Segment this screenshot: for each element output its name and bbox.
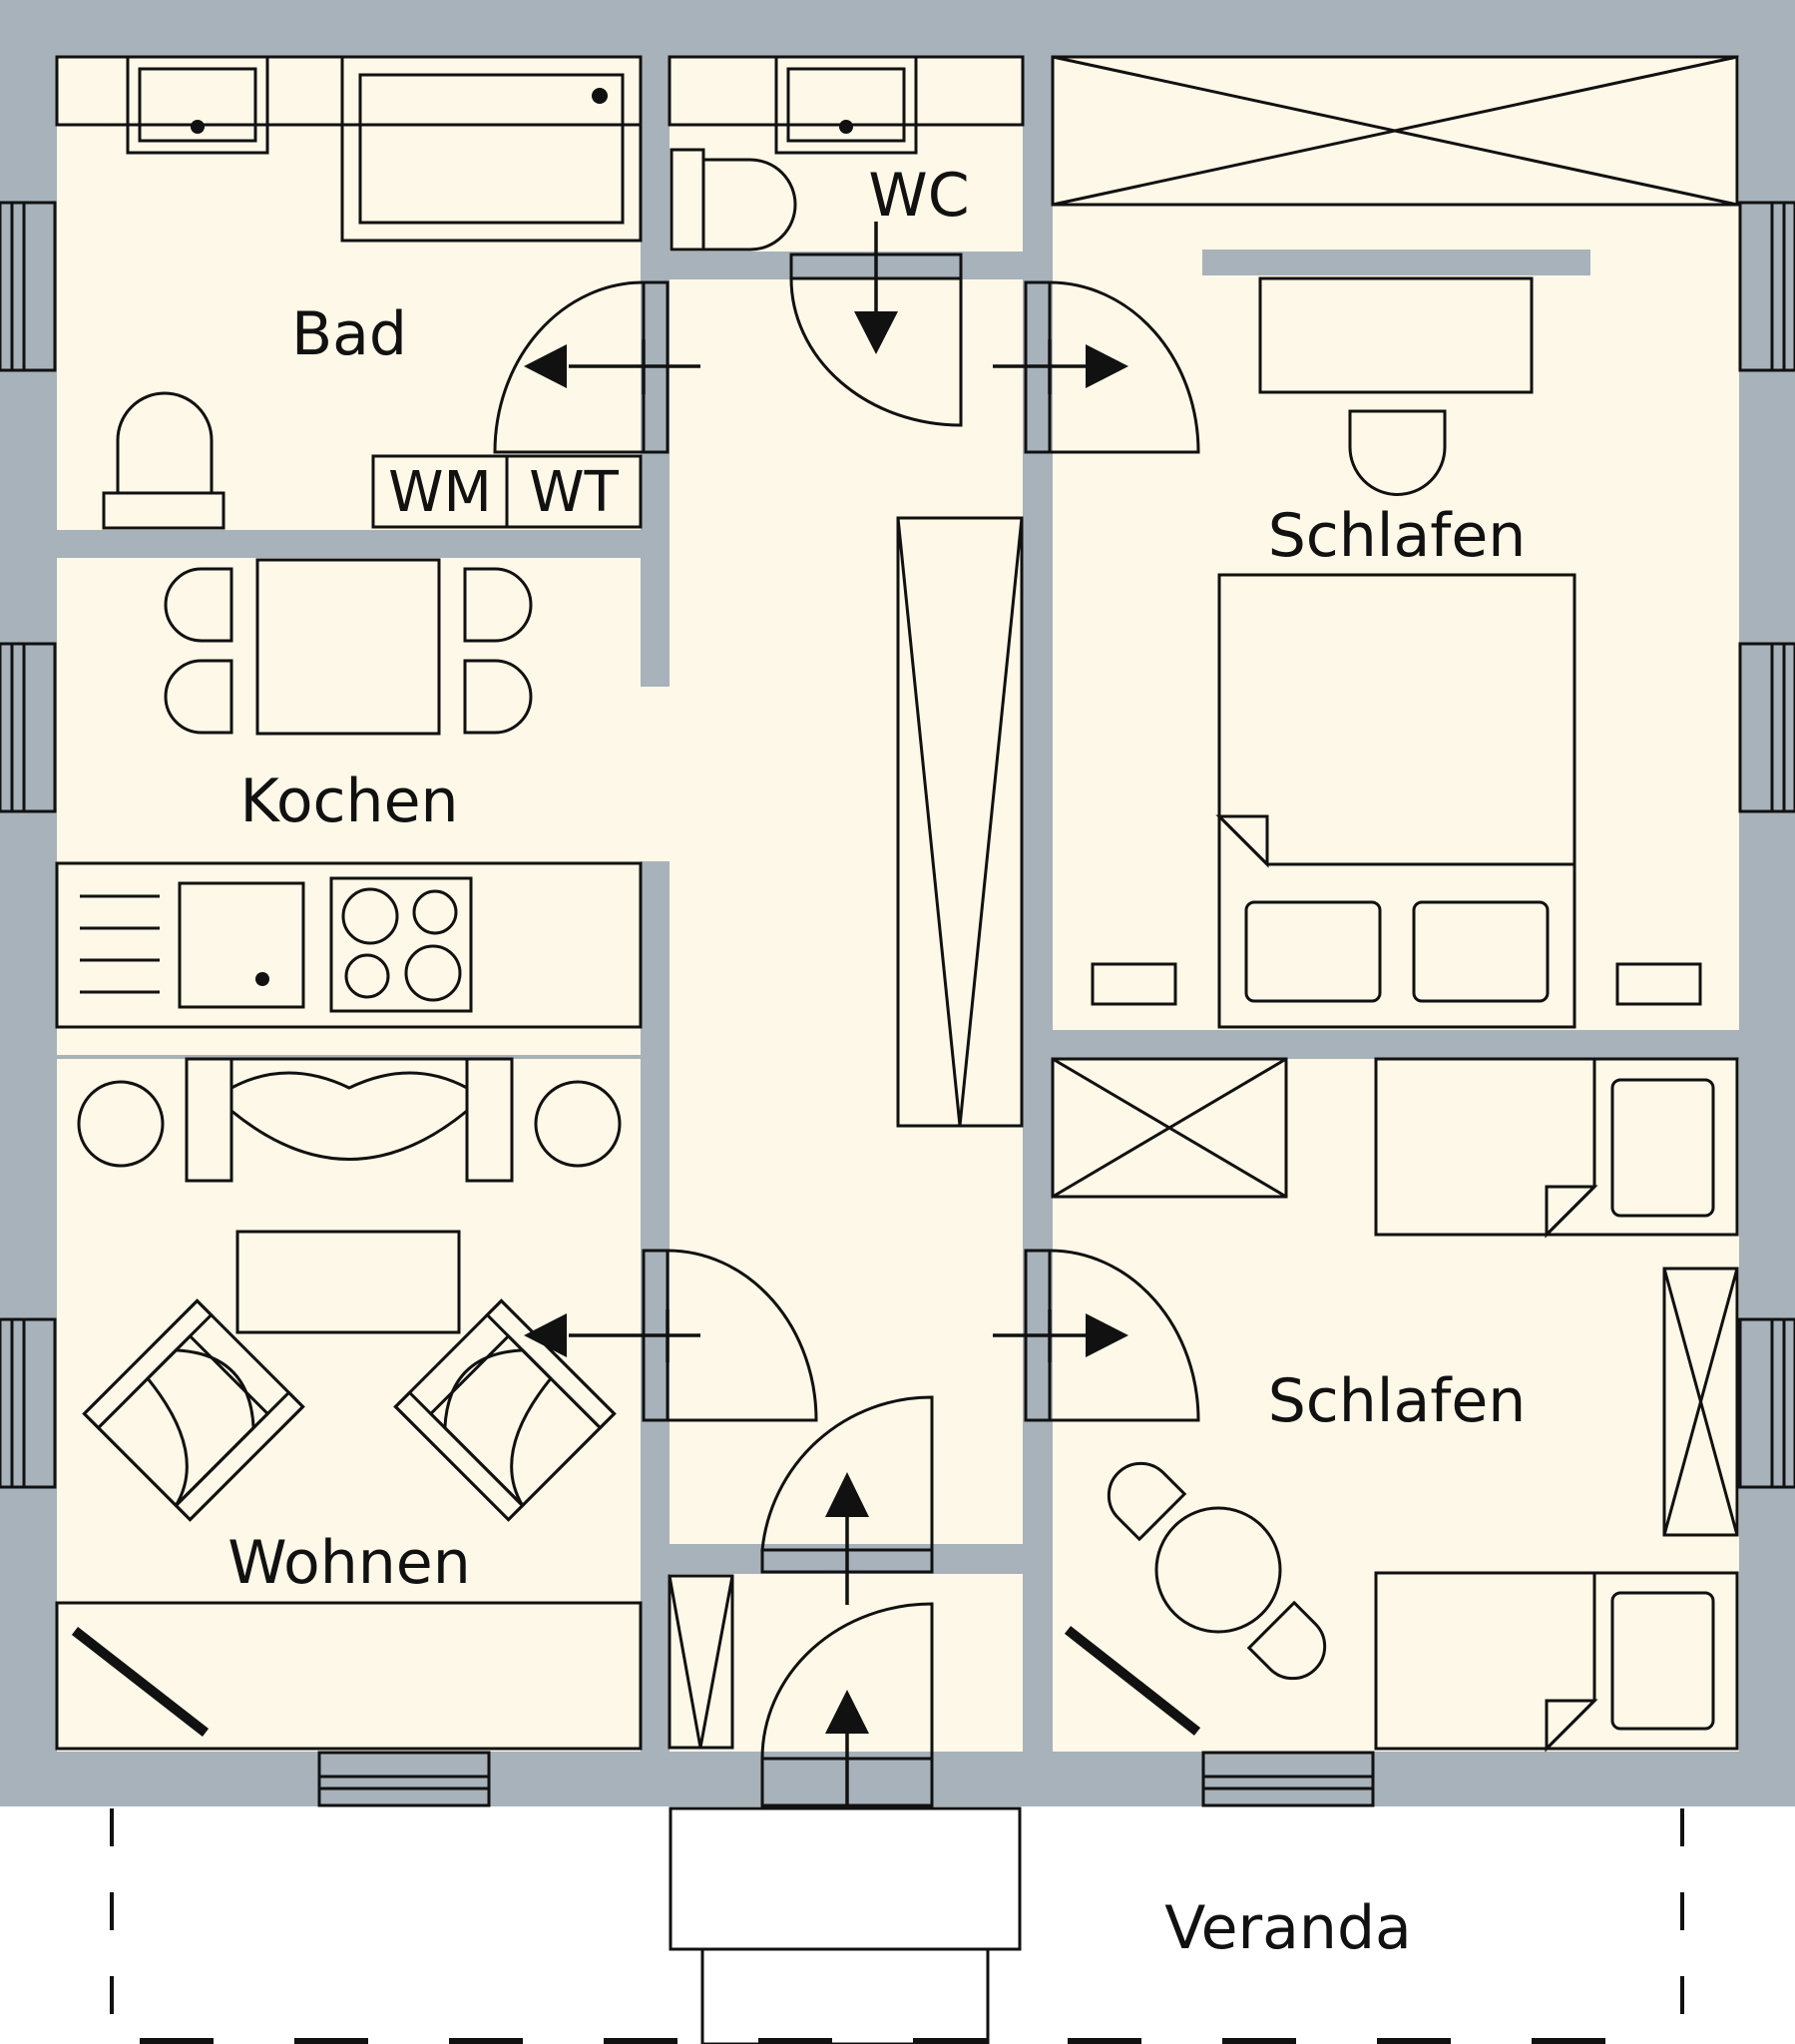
armchair-left: [82, 1298, 305, 1522]
desk: [1258, 276, 1534, 394]
bathtub: [340, 55, 643, 243]
bad-toilet: [102, 391, 225, 530]
wc-toilet: [670, 148, 797, 252]
dining-chair: [164, 567, 233, 643]
window-bad-left: [0, 201, 57, 372]
window-schlafen-right-mid: [1738, 642, 1795, 813]
window-schlafen2-right: [1738, 1317, 1795, 1489]
small-table: [1154, 1506, 1282, 1634]
small-table-chair: [1246, 1600, 1327, 1681]
dining-chair: [463, 567, 533, 643]
double-bed: [1215, 573, 1576, 1029]
dining-chair: [164, 659, 233, 735]
side-table: [77, 1080, 165, 1168]
room-bad: [57, 57, 641, 530]
door-schlafen-1: [993, 280, 1200, 454]
room-label-schlafen-2: Schlafen: [1268, 1366, 1527, 1436]
room-wohnen: [57, 1059, 641, 1752]
entrance-cabinet: [668, 1574, 734, 1750]
bad-sink: [126, 55, 269, 155]
wc-sink: [774, 55, 918, 155]
room-label-kochen: Kochen: [239, 766, 458, 836]
room-flur: [670, 279, 1023, 1544]
window-wohnen-left: [0, 1317, 57, 1489]
single-bed-top: [1374, 1057, 1739, 1239]
tv-sideboard: [55, 1601, 643, 1751]
kitchen-counter: [55, 861, 643, 1029]
washing-machine-label: WM: [388, 460, 492, 525]
desk-chair: [1348, 409, 1447, 496]
flur-kitchen-opening: [639, 687, 673, 861]
nightstand: [1615, 962, 1702, 1006]
dining-table: [255, 558, 441, 736]
kitchen-sink: [178, 881, 305, 1009]
hall-wardrobe: [896, 516, 1024, 1128]
nightstand: [1091, 962, 1177, 1006]
veranda-steps: [669, 1806, 1022, 2044]
wardrobe-schlafen-2: [1662, 1267, 1739, 1537]
room-label-schlafen-1: Schlafen: [1268, 501, 1527, 571]
window-wohnen-bottom: [317, 1751, 491, 1807]
door-wohnen: [524, 1249, 818, 1422]
door-flur: [760, 1395, 934, 1605]
armchair-right: [393, 1298, 617, 1522]
room-label-wc: WC: [868, 161, 969, 231]
coffee-table: [235, 1230, 461, 1334]
room-schlafen-2: [1053, 1059, 1739, 1752]
stove: [329, 876, 473, 1013]
room-label-wohnen: Wohnen: [227, 1528, 471, 1598]
area-label-veranda: Veranda: [1164, 1893, 1412, 1963]
dresser: [1051, 1057, 1288, 1199]
window-schlafen-right-top: [1738, 201, 1795, 372]
desk-shelf: [1202, 250, 1590, 275]
dryer: [505, 454, 643, 529]
veranda-area: [0, 1806, 1795, 2044]
single-bed-bottom: [1374, 1571, 1739, 1753]
wall-shelf: [1064, 1626, 1201, 1736]
wardrobe-schlafen-1: [1051, 55, 1739, 207]
small-table-chair: [1107, 1461, 1187, 1542]
door-schlafen-2: [993, 1249, 1200, 1422]
dryer-label: WT: [529, 460, 619, 525]
room-schlafen-1: [1053, 57, 1739, 1030]
door-wc: [789, 222, 963, 427]
sofa: [185, 1057, 514, 1183]
door-bad: [493, 280, 700, 454]
room-label-bad: Bad: [291, 299, 407, 369]
window-schlafen2-bottom: [1201, 1751, 1375, 1807]
side-table: [534, 1080, 622, 1168]
window-kochen-left: [0, 642, 57, 813]
door-entrance: [760, 1602, 934, 1807]
room-kochen: [57, 558, 641, 1055]
dining-chair: [463, 659, 533, 735]
